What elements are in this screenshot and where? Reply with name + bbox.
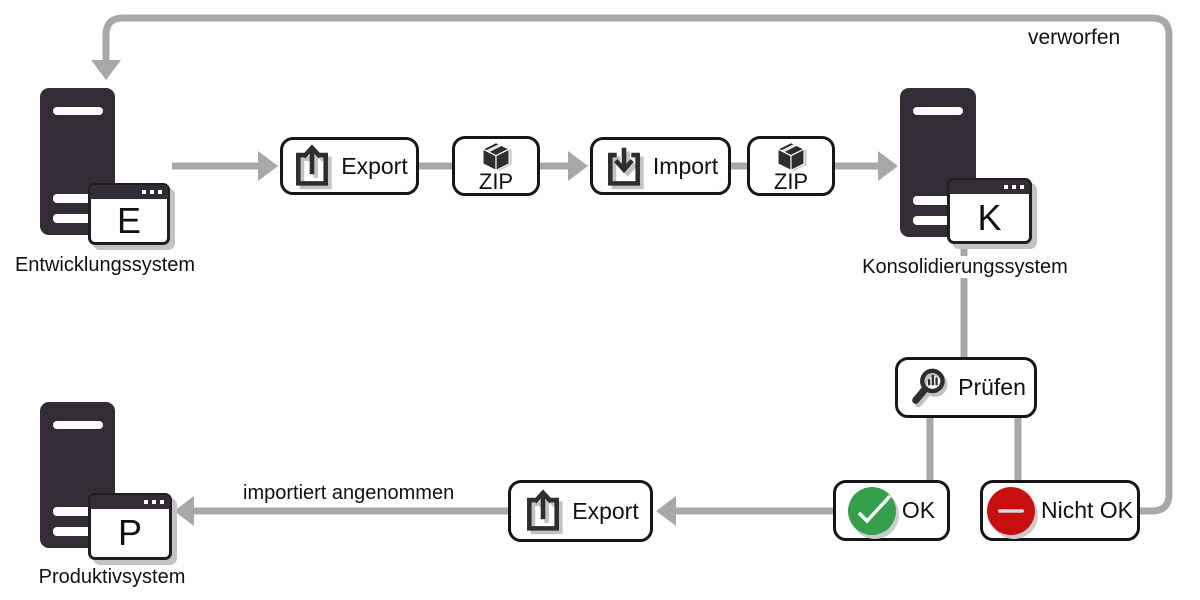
window-dot-icon (1004, 185, 1008, 189)
window-dot-icon (160, 500, 164, 504)
node-ok: OK (833, 480, 950, 541)
node-label: ZIP (478, 168, 514, 194)
server-slot (53, 194, 95, 203)
node-import: Import (590, 137, 731, 195)
zip-package-icon (478, 141, 514, 172)
system-label-dev: Entwicklungssystem (0, 254, 210, 276)
server-slot (53, 527, 95, 536)
app-window-icon: K (947, 178, 1032, 244)
window-dot-icon (1020, 185, 1024, 189)
app-window-icon: P (88, 493, 172, 560)
edge-label-importiert-angenommen: importiert angenommen (243, 482, 455, 504)
node-zip-2: ZIP (747, 136, 835, 196)
node-label: Prüfen (958, 374, 1026, 400)
server-slot (53, 507, 95, 516)
server-slot (913, 107, 963, 115)
server-slot (913, 196, 955, 205)
system-letter: P (117, 512, 142, 553)
server-slot (53, 421, 103, 429)
magnifier-chart-icon (906, 363, 950, 413)
system-label-prod: Produktivsystem (17, 566, 207, 588)
export-icon (522, 488, 564, 535)
node-nicht-ok: Nicht OK (980, 480, 1140, 541)
system-letter: K (977, 196, 1002, 238)
import-icon (603, 143, 645, 190)
window-dot-icon (144, 500, 148, 504)
window-dot-icon (142, 190, 146, 194)
server-slot (53, 107, 103, 115)
zip-package-icon (773, 141, 809, 172)
server-slot (913, 216, 955, 225)
window-dot-icon (152, 500, 156, 504)
node-export-2: Export (508, 480, 653, 542)
node-label: OK (901, 497, 936, 523)
node-label: Nicht OK (1040, 497, 1134, 523)
check-circle-icon (847, 486, 896, 535)
edge-label-verworfen: verworfen (1028, 26, 1121, 49)
server-slot (53, 214, 95, 223)
node-zip-1: ZIP (452, 136, 540, 196)
node-label: ZIP (773, 168, 809, 194)
system-label-cons: Konsolidierungssystem (845, 256, 1085, 278)
window-dot-icon (150, 190, 154, 194)
minus-circle-icon (986, 486, 1035, 535)
export-icon (291, 143, 333, 190)
window-titlebar (949, 180, 1030, 194)
system-letter: E (116, 199, 141, 241)
node-label: Export (572, 497, 639, 524)
edge-nok-loop-to-dev (91, 14, 1173, 515)
window-dot-icon (1012, 185, 1016, 189)
window-dot-icon (158, 190, 162, 194)
window-titlebar (90, 495, 170, 509)
app-window-icon: E (88, 183, 170, 245)
node-pruefen: Prüfen (895, 357, 1037, 418)
node-export-1: Export (280, 137, 419, 195)
node-label: Import (652, 152, 719, 179)
window-titlebar (90, 185, 168, 199)
node-label: Export (341, 152, 408, 179)
